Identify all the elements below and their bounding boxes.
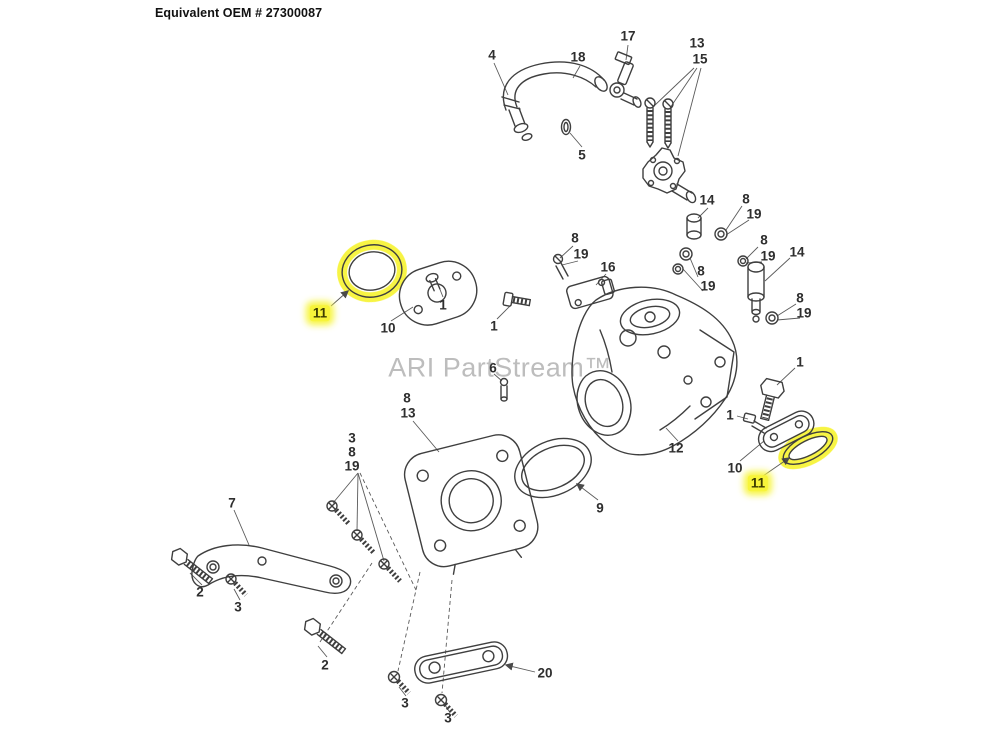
part-gasket-oval (514, 437, 592, 499)
callout-16[interactable]: 16 (600, 259, 616, 275)
callout-13[interactable]: 13 (400, 405, 416, 421)
callout-3[interactable]: 3 (234, 599, 242, 615)
callout-2[interactable]: 2 (196, 584, 204, 600)
part-seal-ring-left (341, 244, 403, 298)
callout-4[interactable]: 4 (488, 47, 496, 63)
part-pin (499, 377, 509, 402)
callout-10[interactable]: 10 (727, 460, 743, 476)
part-seal-ring-right (782, 431, 834, 465)
part-bolt-b (303, 617, 347, 655)
callout-19[interactable]: 19 (746, 206, 762, 222)
callout-8[interactable]: 8 (697, 263, 705, 279)
part-adapter-casting (403, 434, 539, 575)
oem-number-label: Equivalent OEM # 27300087 (155, 6, 323, 20)
part-injector (737, 255, 779, 325)
callout-11-highlighted[interactable]: 11 (309, 305, 331, 321)
part-washer-upper (714, 227, 728, 241)
callout-13[interactable]: 13 (689, 35, 705, 51)
part-bracket (191, 544, 352, 594)
callout-19[interactable]: 19 (573, 246, 589, 262)
part-flange-plate-right (757, 410, 815, 453)
part-flange-plate-left (398, 260, 478, 326)
watermark: ARI PartStream™ (388, 352, 612, 383)
part-map-sensor (552, 253, 615, 310)
part-screw-left (502, 291, 531, 307)
callout-2[interactable]: 2 (321, 657, 329, 673)
callout-5[interactable]: 5 (578, 147, 586, 163)
callout-7[interactable]: 7 (228, 495, 236, 511)
callout-19[interactable]: 19 (760, 248, 776, 264)
part-orings-mid (672, 247, 693, 275)
callout-8[interactable]: 8 (348, 444, 356, 460)
callout-15[interactable]: 15 (692, 51, 708, 67)
part-screw-cluster (326, 500, 402, 583)
callout-3[interactable]: 3 (348, 430, 356, 446)
callout-19[interactable]: 19 (796, 305, 812, 321)
callout-1[interactable]: 1 (439, 297, 447, 313)
part-fuel-hose (501, 61, 608, 141)
part-screw-c (434, 693, 458, 718)
parts-drawing (170, 51, 834, 718)
callout-8[interactable]: 8 (742, 191, 750, 207)
callout-1[interactable]: 1 (490, 318, 498, 334)
part-screw-right (742, 412, 767, 434)
callout-19[interactable]: 19 (700, 278, 716, 294)
callout-18[interactable]: 18 (570, 49, 586, 65)
callout-17[interactable]: 17 (620, 28, 636, 44)
callout-3[interactable]: 3 (401, 695, 409, 711)
callout-1[interactable]: 1 (796, 354, 804, 370)
callout-8[interactable]: 8 (571, 230, 579, 246)
callout-20[interactable]: 20 (537, 665, 553, 681)
callout-11-highlighted[interactable]: 11 (747, 475, 769, 491)
callout-9[interactable]: 9 (596, 500, 604, 516)
callout-19[interactable]: 19 (344, 458, 360, 474)
callout-14[interactable]: 14 (699, 192, 715, 208)
callout-1[interactable]: 1 (726, 407, 734, 423)
callout-3[interactable]: 3 (444, 710, 452, 726)
part-hose-clip (560, 118, 572, 136)
callout-10[interactable]: 10 (380, 320, 396, 336)
callout-12[interactable]: 12 (668, 440, 684, 456)
part-sensor-cap (686, 213, 702, 240)
part-banjo-fitting (609, 51, 642, 108)
part-throttle-body (571, 286, 738, 456)
part-bolt-right (760, 377, 785, 422)
callout-8[interactable]: 8 (760, 232, 768, 248)
leader-lines (189, 44, 801, 712)
part-mount-screws-top (644, 97, 674, 149)
callout-14[interactable]: 14 (789, 244, 805, 260)
callout-6[interactable]: 6 (489, 360, 497, 376)
part-plate (414, 641, 509, 684)
callout-8[interactable]: 8 (796, 290, 804, 306)
part-screw-a (225, 573, 248, 597)
part-regulator (642, 147, 697, 204)
callout-8[interactable]: 8 (403, 390, 411, 406)
part-screw-b (387, 670, 411, 695)
